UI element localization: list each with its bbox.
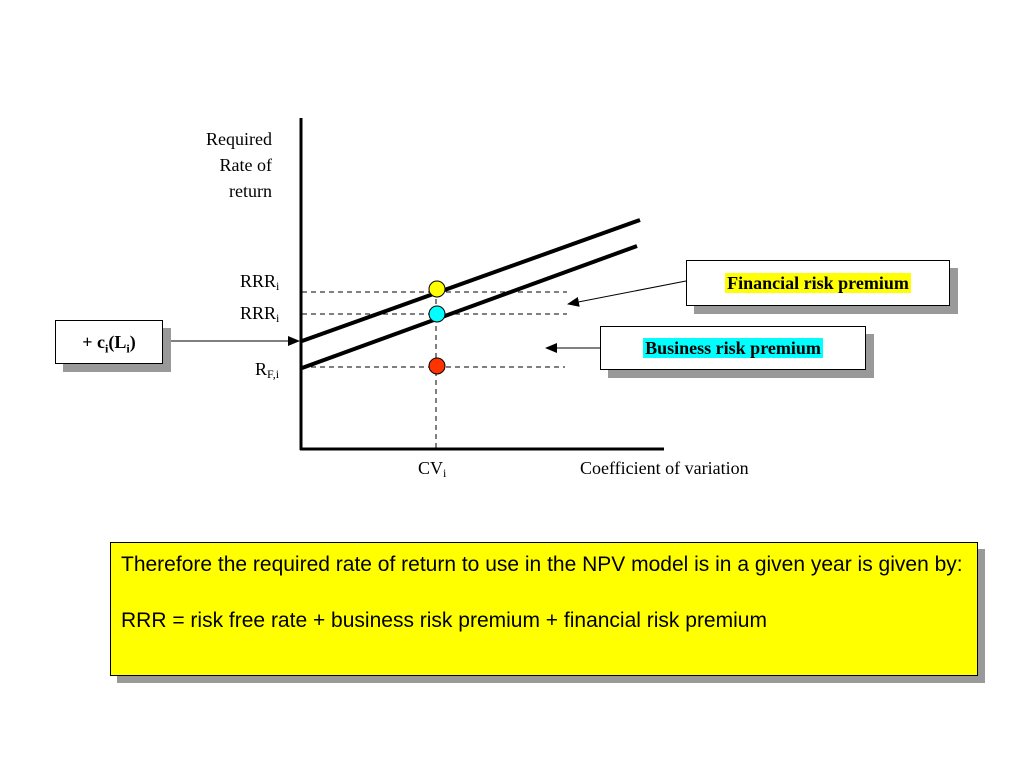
x-tick-cv: CVi bbox=[418, 458, 446, 481]
note-line-1: Therefore the required rate of return to… bbox=[121, 553, 963, 576]
leverage-box: + ci(Li) bbox=[55, 320, 163, 364]
business-risk-label: Business risk premium bbox=[643, 338, 823, 358]
financial-point bbox=[428, 280, 446, 298]
financial-risk-label: Financial risk premium bbox=[725, 273, 911, 293]
leverage-sub: i bbox=[126, 341, 130, 356]
note-spacer bbox=[121, 579, 967, 607]
note-line-2: RRR = risk free rate + business risk pre… bbox=[121, 609, 767, 632]
y-axis-title-line: Required bbox=[206, 129, 272, 149]
financial-risk-box: Financial risk premium bbox=[686, 260, 950, 306]
explanation-note: Therefore the required rate of return to… bbox=[110, 542, 978, 676]
risk-free-point bbox=[428, 357, 446, 375]
business-point bbox=[428, 305, 446, 323]
leverage-mid: (L bbox=[108, 332, 127, 352]
upper-line bbox=[301, 218, 641, 343]
tick-sub: i bbox=[276, 279, 280, 293]
business-risk-box: Business risk premium bbox=[600, 326, 866, 370]
tick-main: RRR bbox=[240, 271, 277, 291]
y-axis-title: Required Rate of return bbox=[206, 126, 272, 204]
y-tick-rrr-lower: RRRi bbox=[240, 303, 279, 326]
y-axis-title-line: Rate of bbox=[219, 155, 272, 175]
tick-main: RRR bbox=[240, 303, 277, 323]
financial-arrow bbox=[567, 280, 687, 307]
leverage-prefix: + c bbox=[82, 332, 106, 352]
y-axis-title-line: return bbox=[229, 181, 272, 201]
y-tick-rf: RF,i bbox=[255, 359, 279, 382]
x-axis-title: Coefficient of variation bbox=[580, 458, 749, 478]
tick-sub: i bbox=[443, 466, 447, 480]
lower-line bbox=[301, 244, 638, 370]
tick-sub: i bbox=[276, 311, 280, 325]
y-tick-rrr-upper: RRRi bbox=[240, 271, 279, 294]
tick-main: CV bbox=[418, 458, 444, 478]
tick-main: R bbox=[255, 359, 268, 379]
leverage-sub: i bbox=[105, 341, 109, 356]
diagram-canvas bbox=[162, 118, 687, 451]
leverage-suffix: ) bbox=[129, 332, 136, 352]
tick-sub: F,i bbox=[267, 367, 280, 381]
